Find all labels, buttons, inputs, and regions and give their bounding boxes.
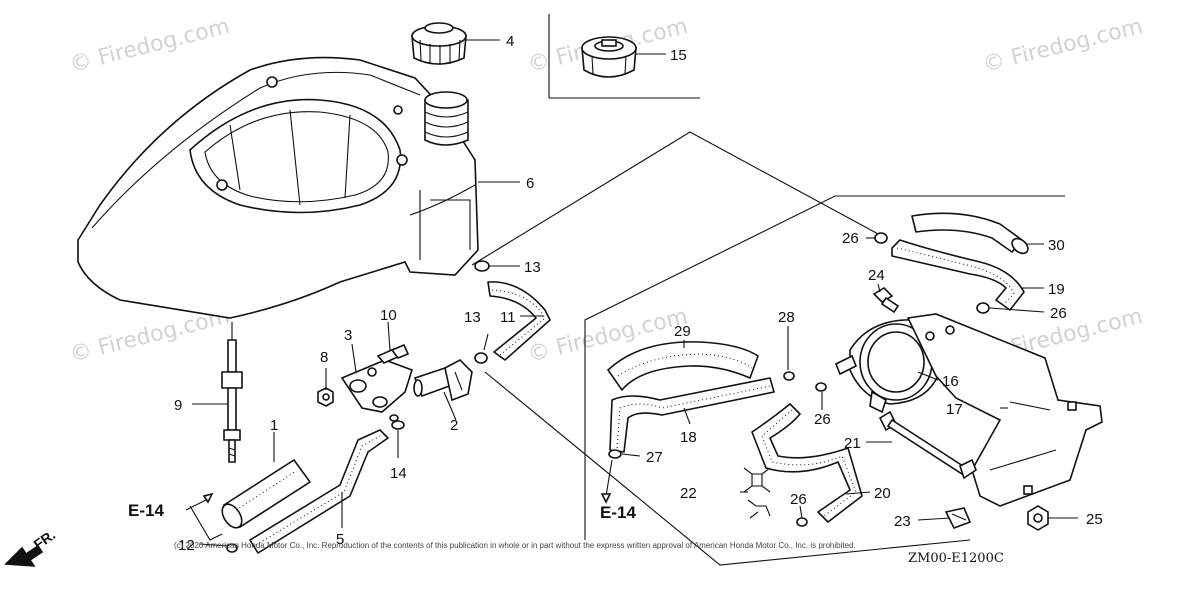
- callout-20[interactable]: 20: [874, 485, 891, 502]
- clip-14[interactable]: [389, 414, 405, 430]
- callout-28[interactable]: 28: [778, 309, 795, 326]
- diagram-code: ZM00-E1200C: [908, 551, 1004, 566]
- section-arrow-left: [185, 492, 223, 541]
- pump-bracket-17[interactable]: [906, 313, 1103, 507]
- callout-26-top[interactable]: 26: [842, 230, 859, 247]
- clip-26-right[interactable]: [976, 302, 990, 314]
- assembly-line: [484, 371, 971, 566]
- callout-29[interactable]: 29: [674, 323, 691, 340]
- front-direction-arrow: FR.: [4, 526, 58, 567]
- clip-26-center[interactable]: [815, 382, 827, 392]
- filler-neck: [424, 91, 469, 146]
- fuel-tank[interactable]: [77, 56, 479, 319]
- clip-28[interactable]: [783, 371, 795, 381]
- clip-13-lower[interactable]: [474, 352, 488, 364]
- watermark: © Firedog.com: [67, 14, 232, 78]
- callout-30[interactable]: 30: [1048, 237, 1065, 254]
- clip-23[interactable]: [944, 507, 972, 530]
- callout-17[interactable]: 17: [946, 401, 963, 418]
- callout-10[interactable]: 10: [380, 307, 397, 324]
- hose-20[interactable]: [751, 403, 863, 523]
- clip-26-top[interactable]: [874, 232, 888, 244]
- clip-12[interactable]: [226, 543, 238, 553]
- callout-8[interactable]: 8: [320, 349, 328, 366]
- callout-26-right[interactable]: 26: [1050, 305, 1067, 322]
- bolt-10[interactable]: [376, 343, 410, 364]
- hose-19[interactable]: [891, 239, 1025, 311]
- copyright-notice: (c) 2020 American Honda Motor Co., Inc. …: [174, 541, 856, 550]
- clamp-22[interactable]: [743, 467, 771, 519]
- watermark: © Firedog.com: [980, 14, 1145, 78]
- callout-23[interactable]: 23: [894, 513, 911, 530]
- fuel-cap-4[interactable]: [411, 22, 467, 65]
- callout-21[interactable]: 21: [844, 435, 861, 452]
- callout-9[interactable]: 9: [174, 397, 182, 414]
- callout-13-lower[interactable]: 13: [464, 309, 481, 326]
- callout-2[interactable]: 2: [450, 417, 458, 434]
- callout-3[interactable]: 3: [344, 327, 352, 344]
- clip-26-bottom[interactable]: [796, 517, 808, 527]
- fuel-pump-16[interactable]: [834, 319, 942, 414]
- callout-14[interactable]: 14: [390, 465, 407, 482]
- inset-bracket: [548, 14, 700, 99]
- callout-19[interactable]: 19: [1048, 281, 1065, 298]
- callout-22[interactable]: 22: [680, 485, 697, 502]
- hose-5[interactable]: [249, 429, 389, 554]
- hose-29[interactable]: [607, 341, 759, 391]
- screw-24[interactable]: [872, 286, 900, 314]
- nut-25[interactable]: [1027, 505, 1049, 531]
- callout-5[interactable]: 5: [336, 531, 344, 548]
- hose-1[interactable]: [218, 458, 312, 531]
- callout-18[interactable]: 18: [680, 429, 697, 446]
- bracket-3[interactable]: [340, 359, 413, 413]
- callout-26-bottom[interactable]: 26: [790, 491, 807, 508]
- hose-11[interactable]: [487, 281, 551, 361]
- fuel-cock-2[interactable]: [413, 359, 473, 402]
- hose-18[interactable]: [609, 377, 775, 453]
- section-ref-left[interactable]: E-14: [128, 501, 164, 520]
- callout-26-center[interactable]: 26: [814, 411, 831, 428]
- callout-6[interactable]: 6: [526, 175, 534, 192]
- callout-13-upper[interactable]: 13: [524, 259, 541, 276]
- clip-13-upper[interactable]: [474, 260, 490, 272]
- callout-11[interactable]: 11: [500, 309, 516, 326]
- callout-15[interactable]: 15: [670, 47, 687, 64]
- hose-30[interactable]: [911, 212, 1031, 256]
- assembly-line: [584, 195, 1065, 540]
- callout-24[interactable]: 24: [868, 267, 885, 284]
- assembly-line: [471, 131, 881, 266]
- callout-27[interactable]: 27: [646, 449, 663, 466]
- callout-16[interactable]: 16: [942, 373, 959, 390]
- clip-27[interactable]: [608, 449, 622, 459]
- section-ref-center[interactable]: E-14: [600, 503, 636, 522]
- leader-lines: [192, 39, 1078, 547]
- callout-1[interactable]: 1: [270, 417, 278, 434]
- bolt-21[interactable]: [878, 410, 977, 480]
- stud-bolt-9[interactable]: [221, 339, 243, 463]
- fuel-cap-15[interactable]: [581, 36, 637, 78]
- section-arrow-center: [600, 459, 613, 504]
- nut-8[interactable]: [317, 387, 334, 407]
- callout-25[interactable]: 25: [1086, 511, 1103, 528]
- callout-4[interactable]: 4: [506, 33, 514, 50]
- callout-12[interactable]: 12: [178, 537, 195, 554]
